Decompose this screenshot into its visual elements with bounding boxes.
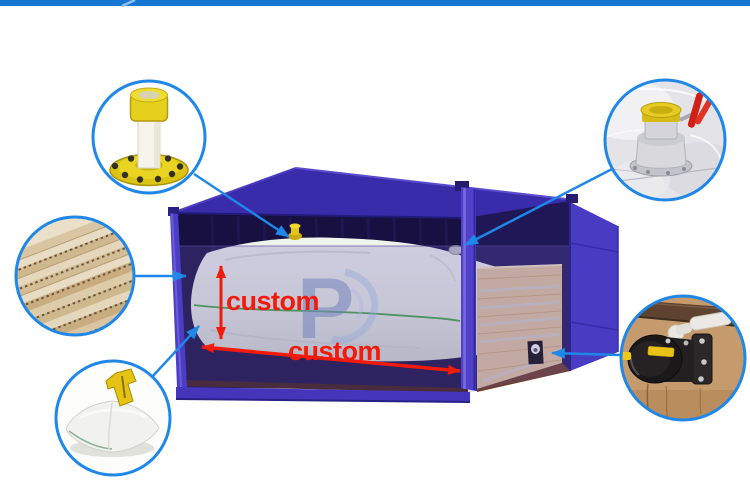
container-floor	[184, 380, 468, 393]
bag-top-fitting	[288, 223, 302, 240]
height-label: custom	[226, 286, 319, 316]
door-panel-seam	[569, 321, 619, 331]
flange-bolts	[111, 155, 184, 183]
callout-ring	[54, 359, 172, 477]
container-door-end	[569, 202, 619, 371]
callout-discharge-valve	[619, 294, 747, 422]
watermark-letter: P	[297, 261, 354, 357]
watermark-swoosh	[350, 288, 364, 320]
yellow-handle	[622, 352, 631, 360]
line-to-bag-bottom	[151, 325, 200, 378]
top-border-bar	[0, 0, 750, 8]
discharge-port-hole	[527, 340, 544, 365]
bag-seam-line	[193, 304, 461, 322]
callout-flange-fitting	[91, 79, 207, 195]
red-handle	[687, 92, 713, 128]
line-to-wrapped-valve	[464, 166, 615, 247]
corner-casting	[566, 194, 578, 203]
callout-ring	[619, 294, 747, 422]
container-bottom-rail	[175, 387, 471, 403]
door-panel-seam	[569, 242, 619, 253]
callout-lines	[135, 166, 621, 378]
length-arrow	[201, 343, 461, 375]
watermark-swoosh	[331, 268, 379, 344]
callout-ring	[14, 215, 136, 337]
bag-body	[191, 237, 540, 362]
top-bar-slash-mark	[121, 0, 136, 8]
corner-casting	[455, 181, 469, 191]
yellow-clip	[105, 368, 137, 407]
line-to-discharge-valve	[551, 347, 621, 359]
wooden-bulkhead	[476, 264, 570, 392]
line-to-top-fitting	[193, 172, 290, 239]
shipping-container: P	[168, 167, 619, 403]
length-label: custom	[288, 336, 381, 366]
callout-air-pillow	[54, 359, 172, 477]
air-pillow-image	[65, 368, 160, 457]
callout-bubble-wrapped-valve	[603, 78, 727, 202]
bulkhead-top-edge	[476, 264, 563, 269]
dimension-annotations: custom custom	[201, 265, 461, 375]
yellow-handle	[647, 346, 675, 358]
flange-fitting-image	[109, 87, 189, 187]
mount-bolts	[698, 338, 707, 382]
top-bar-rect	[0, 0, 750, 6]
valve-flange-bolts	[633, 166, 686, 175]
bag-crease	[429, 254, 456, 282]
bag-crease	[224, 250, 371, 261]
callout-ring	[603, 78, 727, 202]
container-right-post	[461, 187, 476, 391]
bulkhead-wood-grain	[477, 274, 562, 372]
translucent-film	[174, 246, 570, 392]
corner-casting	[168, 207, 179, 216]
flexitank-bag: P	[191, 223, 540, 362]
callout-ring	[91, 79, 207, 195]
watermark-logo: P	[297, 261, 379, 357]
container-floor-strip	[477, 363, 570, 392]
